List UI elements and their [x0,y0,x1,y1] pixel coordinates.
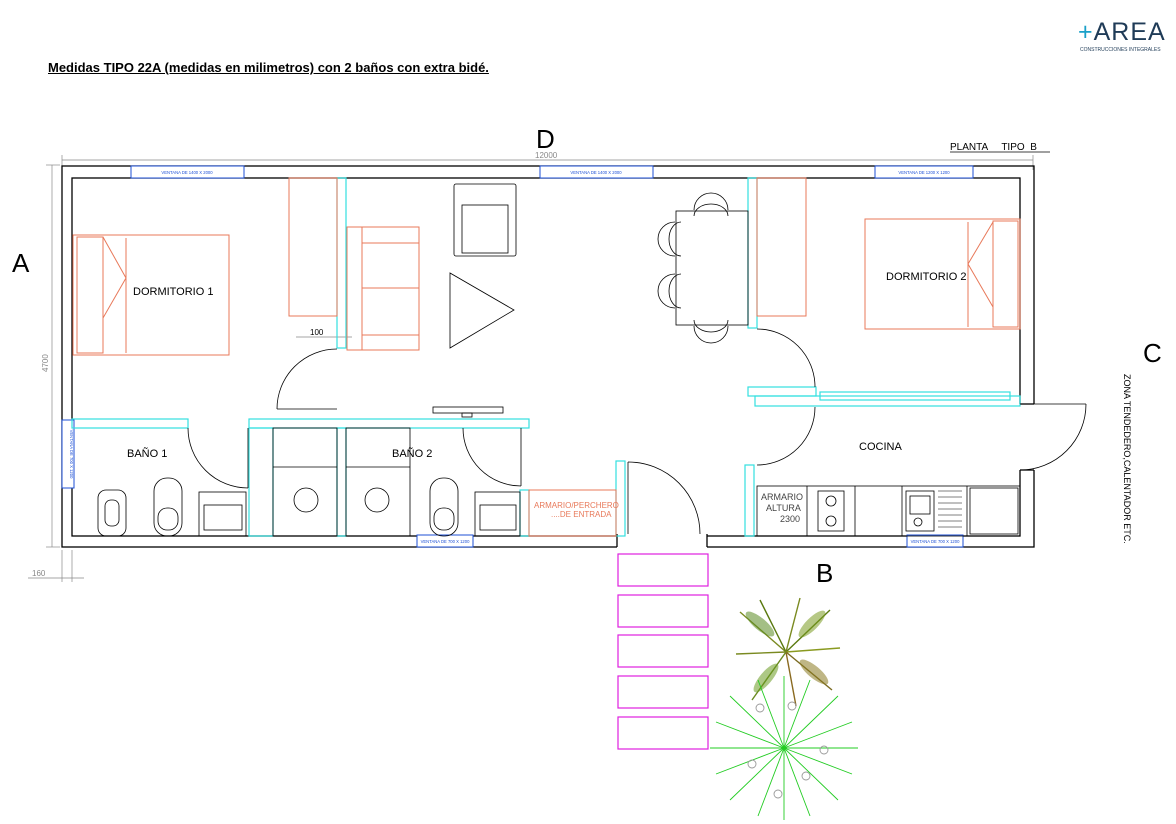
facade-label-left: A [12,248,30,278]
tv-triangle-icon [449,272,515,349]
kitchen-wardrobe-line3: 2300 [780,514,800,524]
entry-wardrobe-line2: ....DE ENTRADA [551,510,612,519]
room-label-dormitorio2: DORMITORIO 2 [886,271,966,283]
page-title: Medidas TIPO 22A (medidas en milimetros)… [48,60,489,75]
bidet [97,489,127,537]
toilet-bano1 [153,477,183,537]
furniture [72,177,1021,537]
facade-label-top: D [536,124,555,154]
kitchen-wardrobe-line2: ALTURA [766,503,801,513]
windows [61,165,974,548]
logo-word: +AREA [1078,18,1166,46]
dimension-width-label: 12000 [535,151,558,160]
room-label-bano2: BAÑO 2 [392,447,432,460]
armchair [453,183,517,257]
cooktop-icon [817,490,845,532]
window-label-3: VENTANA DE 1200 X 1200 [898,170,950,175]
wardrobe-dormitorio2 [756,177,807,317]
dimension-partition-label: 100 [310,328,324,337]
bed-dormitorio2 [864,218,1021,330]
entry-wardrobe [528,489,617,537]
facade-label-right: C [1143,338,1162,368]
wardrobe-dormitorio1 [288,177,338,317]
kitchen-units [756,485,1021,537]
window-label-5: VENTANA DE 700 X 1200 [911,539,960,544]
dining-table [675,210,749,326]
facade-label-bottom: B [816,558,833,588]
window-cocina [906,534,964,548]
toilet-bano2 [429,477,459,537]
shower-1 [272,427,338,537]
dimension-wall-label: 160 [32,569,46,578]
window-label-1: VENTANA DE 1400 X 2000 [161,170,213,175]
sink-bano2 [474,491,521,537]
room-label-bano1: BAÑO 1 [127,447,167,460]
entrance-opening [617,534,707,550]
window-label-6: VENTANA DE 700 X 1200 [69,430,74,479]
window-label-4: VENTANA DE 700 X 1200 [421,539,470,544]
window-dormitorio2 [874,165,974,179]
door-swings [187,328,1087,535]
partitions [71,177,1021,537]
company-logo: +AREA CONSTRUCCIONES INTEGRALES [1078,18,1166,58]
room-label-dormitorio1: DORMITORIO 1 [133,286,213,298]
fridge [969,487,1019,535]
dimension-height-label: 4700 [41,354,50,372]
shower-drain-icon [293,487,319,513]
window-label-2: VENTANA DE 1400 X 2000 [570,170,622,175]
chair-icon [693,192,729,211]
entrance-steps [617,553,709,750]
plant-olive [735,597,841,707]
logo-tagline: CONSTRUCCIONES INTEGRALES [1080,47,1161,53]
terrace-opening [1018,404,1036,470]
dimension-height [46,164,60,548]
entry-wardrobe-line1: ARMARIO/PERCHERO [534,501,619,510]
window-salon [539,165,654,179]
bathroom-fixtures [97,427,521,537]
room-label-cocina: COCINA [859,441,902,453]
window-dormitorio1 [130,165,245,179]
living-furniture [432,183,749,418]
kitchen-sink [905,490,935,532]
shower-2 [345,427,411,537]
sink-bano1 [198,491,247,537]
window-bano2 [416,534,474,548]
kitchen-wardrobe-line1: ARMARIO [761,492,803,502]
plan-type-label: PLANTA TIPO B [950,142,1037,153]
plant-green [710,676,858,820]
bed-dormitorio1 [72,234,230,356]
side-note: ZONA TENDEDERO,CALENTADOR ETC. [1122,374,1132,544]
window-bano1 [61,419,75,489]
dimension-wall [28,550,84,582]
